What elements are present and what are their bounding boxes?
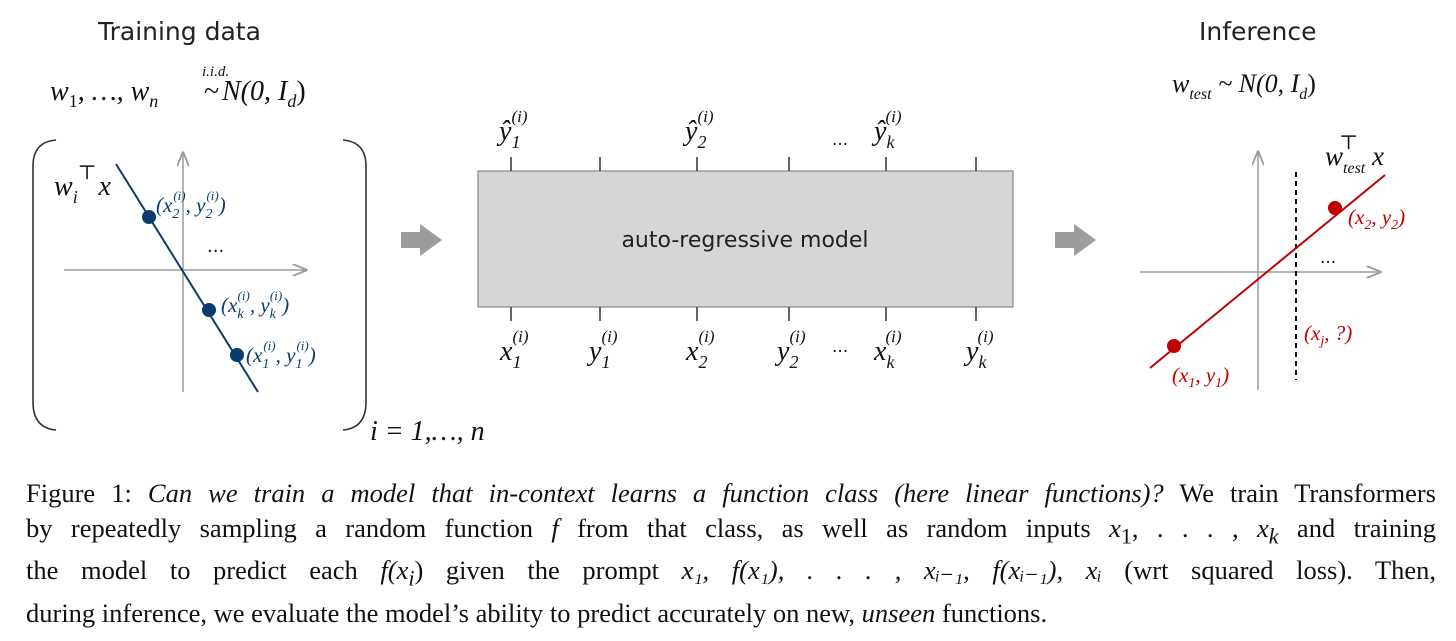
- model-panel: auto-regressive model ŷ1(i) ŷ2(i) ...: [477, 107, 1014, 372]
- inference-title: Inference: [1199, 17, 1316, 46]
- model-label: auto-regressive model: [621, 228, 868, 253]
- inference-prior: wtest ~ N(0, Id): [1172, 69, 1316, 103]
- query-label: (xj, ?): [1304, 321, 1352, 349]
- tilde-symbol: ~: [204, 76, 219, 107]
- training-title: Training data: [97, 17, 261, 46]
- input-token-x2: x2(i): [685, 327, 715, 372]
- input-token-xk: xk(i): [873, 327, 902, 372]
- caption-prompt: x₁, f(x₁), . . . , xᵢ₋₁, f(xᵢ₋₁), xᵢ: [681, 555, 1102, 586]
- training-point-2-label: (x2(i), y2(i)): [156, 188, 226, 222]
- caption-label: Figure 1:: [26, 478, 132, 508]
- input-ellipsis: ...: [832, 337, 848, 357]
- left-bracket: [32, 139, 57, 431]
- inference-point-1-label: (x1, y1): [1172, 363, 1229, 391]
- training-line-label: wi⊤x: [54, 162, 112, 207]
- output-token-k: ŷk(i): [871, 107, 902, 152]
- training-point-k-label: (xk(i), yk(i)): [221, 288, 289, 322]
- training-dist: N(0, Id): [221, 76, 306, 111]
- training-point-1-label: (x1(i), y1(i)): [246, 338, 316, 372]
- inference-point-2-label: (x2, y2): [1348, 205, 1405, 233]
- caption-line-3: the model to predict each f(xi) given th…: [26, 555, 1436, 591]
- output-token-1: ŷ1(i): [496, 107, 528, 152]
- training-prior: w1, …, wn: [50, 76, 158, 111]
- training-point-1: [230, 348, 244, 362]
- iid-label: i.i.d.: [202, 64, 229, 80]
- training-ellipsis: ...: [207, 236, 224, 257]
- input-token-x1: x1(i): [499, 327, 529, 372]
- training-point-k: [202, 303, 216, 317]
- figure-diagram: Training data w1, …, wn i.i.d. ~ N(0, Id…: [32, 17, 1405, 447]
- index-range: i = 1,…, n: [370, 416, 485, 447]
- training-point-2: [142, 210, 156, 224]
- caption-line-1: Figure 1: Can we train a model that in-c…: [26, 478, 1436, 508]
- caption-line-4: during inference, we evaluate the model’…: [26, 597, 1048, 628]
- output-token-2: ŷ2(i): [682, 107, 714, 152]
- model-box: [477, 170, 1014, 308]
- inference-point-1: [1167, 339, 1181, 353]
- inference-line-label: wtest⊤x: [1325, 132, 1384, 177]
- caption-line-2: by repeatedly sampling a random function…: [26, 513, 1437, 549]
- inference-point-2: [1328, 201, 1342, 215]
- input-token-y1: y1(i): [586, 327, 618, 372]
- arrow-right-2: [1055, 224, 1096, 256]
- right-bracket: [342, 139, 367, 431]
- output-ellipsis: ...: [832, 130, 848, 150]
- arrow-right-1: [401, 224, 442, 256]
- inference-line: [1149, 174, 1386, 369]
- input-token-y2: y2(i): [774, 327, 806, 372]
- input-token-yk: yk(i): [963, 327, 994, 372]
- figure-caption: Figure 1: Can we train a model that in-c…: [26, 476, 1436, 631]
- caption-question: Can we train a model that in-context lea…: [147, 478, 1164, 508]
- training-panel: Training data w1, …, wn i.i.d. ~ N(0, Id…: [32, 17, 485, 447]
- inference-panel: Inference wtest ~ N(0, Id) wtest⊤x (x2, …: [1140, 17, 1405, 391]
- inference-ellipsis: ...: [1320, 248, 1336, 268]
